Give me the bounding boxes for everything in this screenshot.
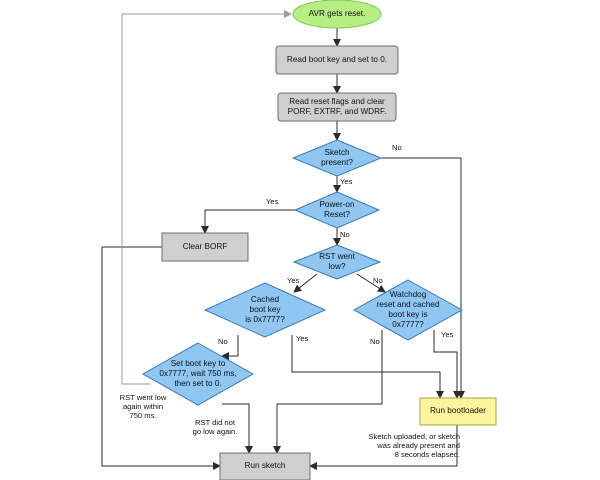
run-sketch-shape xyxy=(219,452,311,480)
edge-cached-yes-to-bootloader xyxy=(291,335,444,399)
set-boot-key-node: Set boot key to 0x7777, wait 750 ms, the… xyxy=(159,359,237,388)
start-node-shape xyxy=(292,0,382,29)
edge-label-watchdog-no: No xyxy=(370,337,380,346)
sketch-present-decision: Sketch present? xyxy=(321,148,353,167)
edge-label-cached-yes: Yes xyxy=(296,334,309,343)
note-sketch-uploaded: Sketch uploaded, or sketch was already p… xyxy=(368,432,460,459)
edge-label-sketch-yes: Yes xyxy=(340,177,353,186)
edge-label-rst-no: No xyxy=(373,276,383,285)
set-boot-key-shape xyxy=(141,342,255,406)
start-node: AVR gets reset. xyxy=(308,9,366,18)
note-rst-not-low: RST did not go low again. xyxy=(192,418,238,436)
power-on-reset-decision: Power-on Reset? xyxy=(319,200,355,219)
edge-set-key-loop-to-start xyxy=(121,10,292,385)
cached-boot-key-decision: Cached boot key is 0x7777? xyxy=(245,295,285,324)
edge-cached-no-to-set-key xyxy=(221,335,239,360)
power-on-reset-shape xyxy=(293,191,381,229)
edge-bootloader-to-sketch xyxy=(309,425,458,470)
edge-set-key-to-sketch xyxy=(222,403,253,454)
run-bootloader-node: Run bootloader xyxy=(430,406,486,415)
read-reset-flags-node: Read reset flags and clear PORF, EXTRF, … xyxy=(287,97,387,116)
edge-rst-no-to-watchdog xyxy=(356,273,386,293)
note-rst-low-again: RST went low again within 750 ms. xyxy=(119,393,167,420)
edge-label-power-yes: Yes xyxy=(266,197,279,206)
edge-label-sketch-no: No xyxy=(392,143,402,152)
sketch-present-shape xyxy=(291,139,383,177)
clear-borf-node: Clear BORF xyxy=(182,242,228,251)
rst-went-low-decision: RST went low? xyxy=(319,252,355,271)
read-reset-flags-shape xyxy=(277,92,397,122)
edge-clear-borf-to-sketch xyxy=(101,246,221,470)
run-bootloader-shape xyxy=(419,397,497,426)
edge-label-watchdog-yes: Yes xyxy=(441,330,454,339)
edge-rst-yes-to-cached xyxy=(293,273,318,293)
cached-boot-key-shape xyxy=(203,282,327,338)
watchdog-reset-shape xyxy=(352,279,464,341)
rst-went-low-shape xyxy=(292,244,382,280)
edge-sketch-no-to-bootloader xyxy=(381,157,465,399)
clear-borf-shape xyxy=(161,232,249,262)
read-boot-key-node: Read boot key and set to 0. xyxy=(286,55,388,64)
edge-label-power-no: No xyxy=(340,230,350,239)
edge-watchdog-no-to-sketch xyxy=(273,330,383,454)
read-boot-key-shape xyxy=(275,45,399,75)
run-sketch-node: Run sketch xyxy=(244,461,286,470)
edge-power-yes-to-clear-borf xyxy=(201,209,295,234)
edge-label-rst-yes: Yes xyxy=(287,276,300,285)
edge-label-cached-no: No xyxy=(218,337,228,346)
edge-watchdog-yes-to-bootloader xyxy=(433,330,461,399)
watchdog-reset-decision: Watchdog reset and cached boot key is 0x… xyxy=(376,290,440,329)
